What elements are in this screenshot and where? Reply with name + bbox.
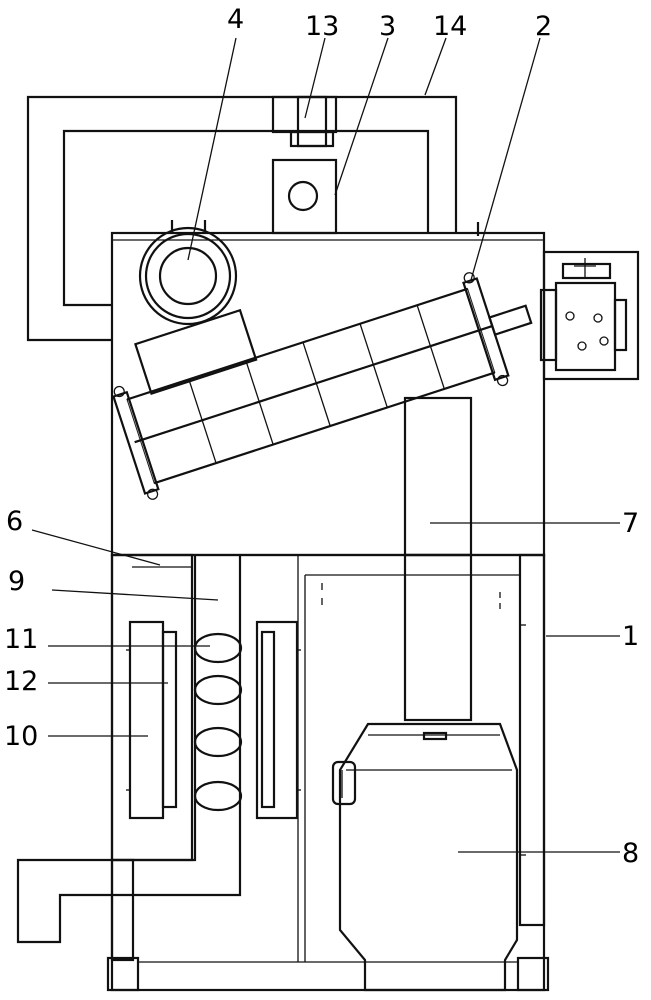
label-2: 2 [535, 11, 552, 42]
chute [403, 396, 473, 722]
label-6: 6 [6, 506, 23, 537]
label-11: 11 [4, 624, 38, 655]
label-4: 4 [227, 4, 244, 35]
gearbox [539, 250, 640, 381]
label-13: 13 [305, 11, 339, 42]
leader-lines [31, 37, 620, 853]
coils [193, 632, 243, 812]
label-12: 12 [4, 666, 38, 697]
bucket [331, 722, 519, 992]
top-connector [271, 95, 338, 148]
label-7: 7 [622, 508, 639, 539]
label-10: 10 [4, 721, 38, 752]
label-1: 1 [622, 621, 639, 652]
outer-pipe-frame [26, 95, 458, 342]
drum-assembly [112, 220, 533, 500]
heat-plates [126, 620, 301, 820]
label-14: 14 [433, 11, 467, 42]
label-9: 9 [8, 566, 25, 597]
left-chamber [110, 553, 194, 962]
duct [16, 555, 242, 944]
label-3: 3 [379, 11, 396, 42]
main-cabinet [106, 231, 550, 992]
label-8: 8 [622, 838, 639, 869]
valve-block [271, 158, 338, 235]
